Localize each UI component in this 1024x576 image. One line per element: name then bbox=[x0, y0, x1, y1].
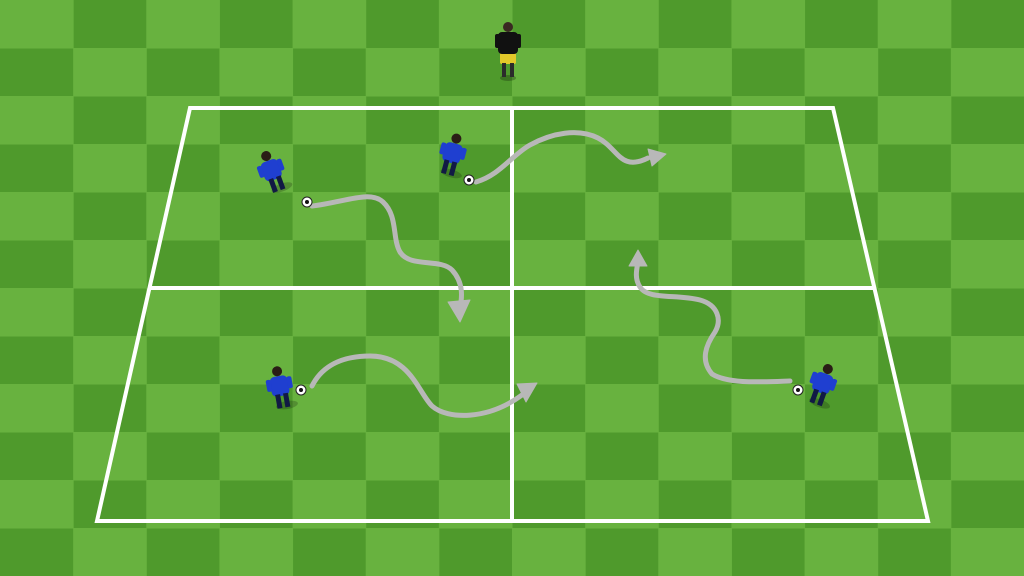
grass-tile bbox=[219, 528, 294, 576]
grass-tile bbox=[658, 528, 732, 576]
grass-tile bbox=[950, 240, 1024, 289]
grass-tile bbox=[0, 480, 74, 529]
grass-tile bbox=[365, 528, 440, 576]
dribble-path-2 bbox=[473, 130, 667, 185]
grass-tile bbox=[658, 240, 732, 289]
grass-tile bbox=[365, 144, 440, 193]
grass-tile bbox=[950, 432, 1024, 481]
grass-tile bbox=[146, 192, 220, 241]
grass-tile bbox=[585, 0, 659, 49]
grass-tile bbox=[146, 288, 220, 337]
grass-tile bbox=[73, 240, 147, 289]
dribble-path-3 bbox=[309, 353, 538, 418]
ball-1 bbox=[301, 196, 313, 208]
grass-tile bbox=[512, 240, 586, 289]
grass-tile bbox=[292, 288, 367, 337]
grass-tile bbox=[219, 48, 294, 97]
grass-tile bbox=[658, 48, 732, 97]
player-2 bbox=[439, 133, 467, 179]
grass-tile bbox=[877, 288, 952, 337]
arrowhead bbox=[516, 382, 538, 403]
grass-tile bbox=[0, 0, 74, 49]
grass-tile bbox=[438, 288, 513, 337]
grass-tile bbox=[512, 144, 586, 193]
grass-tile bbox=[0, 96, 74, 145]
grass-tile bbox=[877, 0, 952, 49]
player-3 bbox=[265, 366, 298, 410]
ball-3 bbox=[295, 384, 307, 396]
grass-tile bbox=[585, 192, 659, 241]
grass-tile bbox=[877, 384, 952, 433]
grass-tile bbox=[804, 528, 879, 576]
grass-tile bbox=[365, 336, 440, 385]
player-1 bbox=[256, 151, 293, 193]
dribble-path-4 bbox=[628, 249, 793, 385]
grass-tile bbox=[219, 240, 294, 289]
grass-tile bbox=[219, 432, 294, 481]
grass-tile bbox=[731, 96, 806, 145]
grass-tile bbox=[146, 384, 220, 433]
coach-figure bbox=[495, 22, 521, 81]
grass-tile bbox=[146, 0, 220, 49]
grass-tile bbox=[512, 528, 586, 576]
ball-4 bbox=[792, 384, 804, 396]
area-boundary bbox=[94, 106, 931, 523]
grass-tile bbox=[877, 192, 952, 241]
grass-tile bbox=[731, 192, 806, 241]
grass-tile bbox=[438, 192, 513, 241]
grass-tile bbox=[365, 432, 440, 481]
grass-tile bbox=[585, 288, 659, 337]
grass-tile bbox=[73, 144, 147, 193]
grass-tile bbox=[877, 96, 952, 145]
grass-tile bbox=[804, 432, 879, 481]
arrowhead bbox=[447, 299, 471, 323]
grass-tile bbox=[658, 144, 732, 193]
grass-tile bbox=[731, 288, 806, 337]
grass-tile bbox=[73, 528, 147, 576]
grass-tile bbox=[292, 96, 367, 145]
grass-tile bbox=[0, 192, 74, 241]
grass-tile bbox=[438, 96, 513, 145]
grass-tile bbox=[585, 384, 659, 433]
grass-tile bbox=[658, 432, 732, 481]
grass-tile bbox=[0, 384, 74, 433]
grass-tile bbox=[0, 288, 74, 337]
player-4 bbox=[809, 364, 838, 409]
field-markings bbox=[94, 106, 931, 523]
grass-tile bbox=[731, 384, 806, 433]
arrowhead bbox=[628, 249, 648, 267]
grass-tile bbox=[950, 144, 1024, 193]
grass-tile bbox=[950, 48, 1024, 97]
grass-tile bbox=[731, 0, 806, 49]
grass-tile bbox=[950, 336, 1024, 385]
arrowhead bbox=[647, 148, 667, 167]
dribble-path-1 bbox=[309, 194, 471, 323]
grass-tile bbox=[292, 0, 367, 49]
grass-tile bbox=[512, 432, 586, 481]
dribble-arrows bbox=[309, 130, 793, 418]
grass-tile bbox=[804, 48, 879, 97]
grass-tile bbox=[512, 336, 586, 385]
ball-2 bbox=[463, 174, 475, 186]
grass-tile bbox=[950, 528, 1024, 576]
grass-tile bbox=[365, 48, 440, 97]
grass-tile bbox=[512, 48, 586, 97]
grass-tile bbox=[73, 48, 147, 97]
